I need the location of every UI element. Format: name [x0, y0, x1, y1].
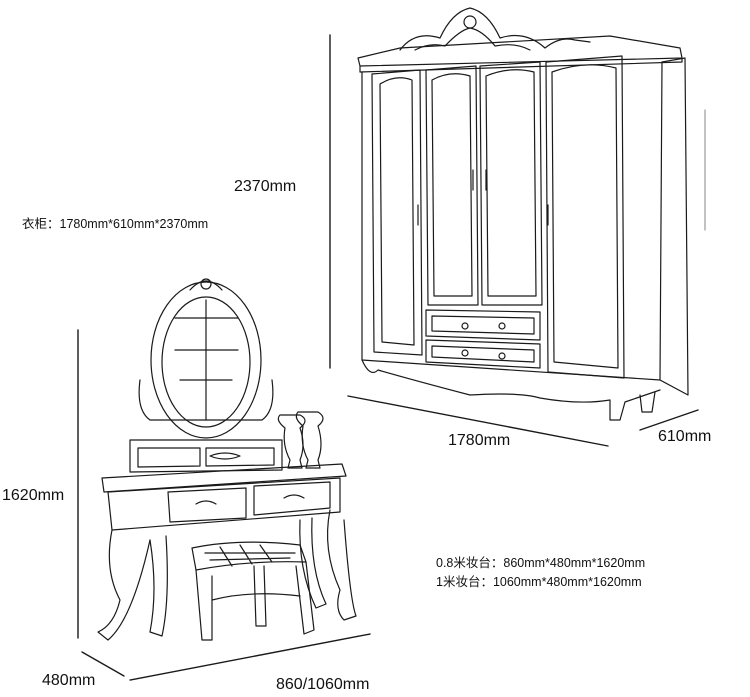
vanity-dimension-lines	[77, 329, 371, 681]
wardrobe-height-label: 2370mm	[234, 178, 297, 195]
vanity-small-spec-text: 0.8米妆台：860mm*480mm*1620mm	[436, 556, 646, 570]
wardrobe-dimension-lines	[329, 34, 699, 447]
wardrobe-drawing	[357, 7, 706, 421]
wardrobe-width-label: 1780mm	[448, 432, 511, 449]
vanity-drawing	[97, 278, 357, 641]
vanity-width-label: 860/1060mm	[276, 676, 370, 693]
vanity-height-label: 1620mm	[2, 487, 65, 504]
wardrobe-depth-label: 610mm	[658, 428, 712, 445]
wardrobe-spec-text: 衣柜：1780mm*610mm*2370mm	[22, 217, 209, 231]
vanity-depth-label: 480mm	[42, 672, 96, 689]
vanity-large-spec-text: 1米妆台：1060mm*480mm*1620mm	[436, 575, 642, 589]
